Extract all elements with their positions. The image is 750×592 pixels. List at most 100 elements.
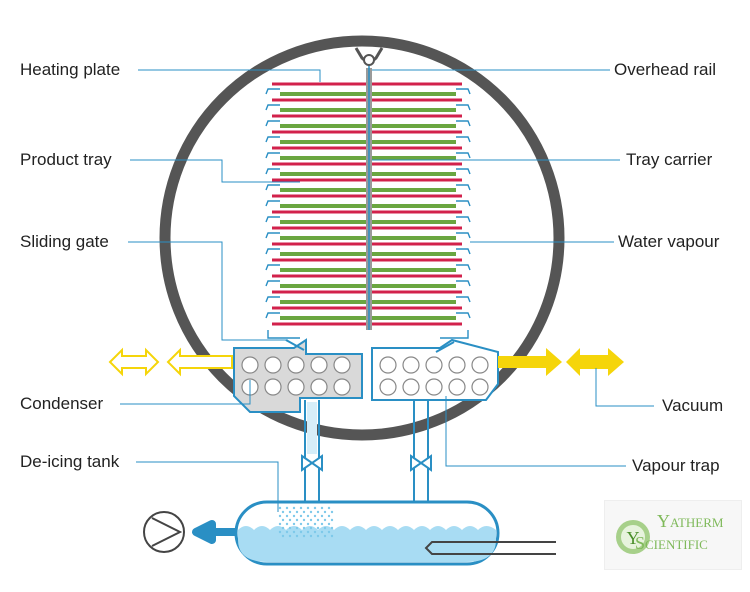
spray-droplet — [327, 514, 331, 518]
spray-droplet — [302, 510, 306, 514]
spray-droplet — [309, 526, 313, 530]
vacuum-arrows-left — [108, 347, 233, 377]
coil — [402, 378, 420, 396]
yatherm-logo: Y Yatherm Scientific — [604, 500, 742, 570]
coil — [264, 356, 282, 374]
spray-droplet — [313, 506, 317, 510]
valves — [301, 454, 432, 472]
label-vacuum: Vacuum — [662, 396, 724, 415]
spray-droplet — [306, 506, 310, 510]
vapour-flow-arrow — [456, 104, 471, 111]
spray-droplet — [323, 526, 327, 530]
coil — [287, 356, 305, 374]
vacuum-arrows-right — [498, 348, 624, 376]
spray-droplet — [330, 534, 334, 538]
vapour-flow-arrow — [265, 280, 280, 287]
spray-droplet — [323, 534, 327, 538]
condenser-left — [233, 338, 363, 413]
vapour-flow-arrow — [265, 168, 280, 175]
vapour-flow-arrow — [265, 200, 280, 207]
spray-droplet — [320, 522, 324, 526]
coil — [333, 356, 351, 374]
label-heating-plate: Heating plate — [20, 60, 121, 79]
pump-icon — [143, 511, 185, 553]
vapour-flow-arrow — [456, 296, 471, 303]
spray-droplet — [309, 510, 313, 514]
spray-droplet — [316, 518, 320, 522]
condenser-coils-left — [241, 356, 351, 396]
vapour-flow-arrow — [265, 184, 280, 191]
tank-heating-pipe — [424, 541, 556, 555]
spray-droplet — [299, 506, 303, 510]
spray-droplet — [285, 514, 289, 518]
vapour-flow-arrow — [456, 280, 471, 287]
vapour-flow-arrow — [267, 330, 300, 339]
coil — [379, 378, 397, 396]
coil — [264, 378, 282, 396]
sliding-gate — [285, 339, 305, 351]
spray-droplet — [306, 522, 310, 526]
spray-droplet — [299, 522, 303, 526]
spray-droplet — [309, 534, 313, 538]
spray-droplet — [327, 530, 331, 534]
overhead-rail-roller — [363, 54, 375, 66]
spray-droplet — [292, 506, 296, 510]
logo-line1: Yatherm — [657, 511, 724, 531]
vapour-flow-arrow — [265, 248, 280, 255]
spray-droplet — [323, 518, 327, 522]
coil — [448, 378, 466, 396]
vapour-flow-arrow — [265, 120, 280, 127]
label-water-vapour: Water vapour — [618, 232, 720, 251]
spray-droplet — [299, 530, 303, 534]
vapour-flow-arrow — [456, 248, 471, 255]
spray-droplet — [316, 526, 320, 530]
spray-droplet — [285, 530, 289, 534]
spray-droplet — [316, 534, 320, 538]
de-icing-spray — [278, 506, 334, 538]
coil — [471, 378, 489, 396]
vapour-flow-arrow — [456, 120, 471, 127]
pump-triangle — [151, 517, 183, 547]
vapour-flow-arrow — [456, 312, 471, 319]
spray-droplet — [295, 510, 299, 514]
spray-droplet — [316, 510, 320, 514]
spray-droplet — [320, 514, 324, 518]
vapour-flow-arrow — [456, 264, 471, 271]
coil — [333, 378, 351, 396]
spray-droplet — [281, 518, 285, 522]
spray-droplet — [313, 530, 317, 534]
label-vapour-trap: Vapour trap — [632, 456, 720, 475]
vapour-flow-arrow — [265, 136, 280, 143]
spray-droplet — [278, 530, 282, 534]
logo-mark-icon: Y — [616, 520, 650, 554]
vapour-flow-arrow — [265, 232, 280, 239]
vapour-flow-arrow — [456, 216, 471, 223]
coil — [425, 356, 443, 374]
vapour-flow-arrow — [265, 312, 280, 319]
vapour-flow-arrow — [456, 184, 471, 191]
spray-droplet — [323, 510, 327, 514]
spray-droplet — [288, 526, 292, 530]
spray-droplet — [330, 518, 334, 522]
vapour-flow-arrow — [265, 216, 280, 223]
spray-droplet — [278, 522, 282, 526]
spray-droplet — [302, 534, 306, 538]
spray-droplet — [302, 526, 306, 530]
vapour-flow-arrow — [456, 88, 471, 95]
drain-arrow — [192, 520, 236, 544]
spray-droplet — [292, 522, 296, 526]
label-product-tray: Product tray — [20, 150, 112, 169]
vapour-flow-arrow — [440, 330, 469, 339]
coil — [448, 356, 466, 374]
spray-droplet — [302, 518, 306, 522]
vapour-flow-arrow — [456, 152, 471, 159]
spray-droplet — [295, 526, 299, 530]
spray-droplet — [306, 514, 310, 518]
vapour-flow-arrow — [265, 104, 280, 111]
vapour-flow-arrow — [265, 296, 280, 303]
coil — [379, 356, 397, 374]
spray-droplet — [330, 510, 334, 514]
vapour-flow-arrow — [456, 232, 471, 239]
coil — [287, 378, 305, 396]
